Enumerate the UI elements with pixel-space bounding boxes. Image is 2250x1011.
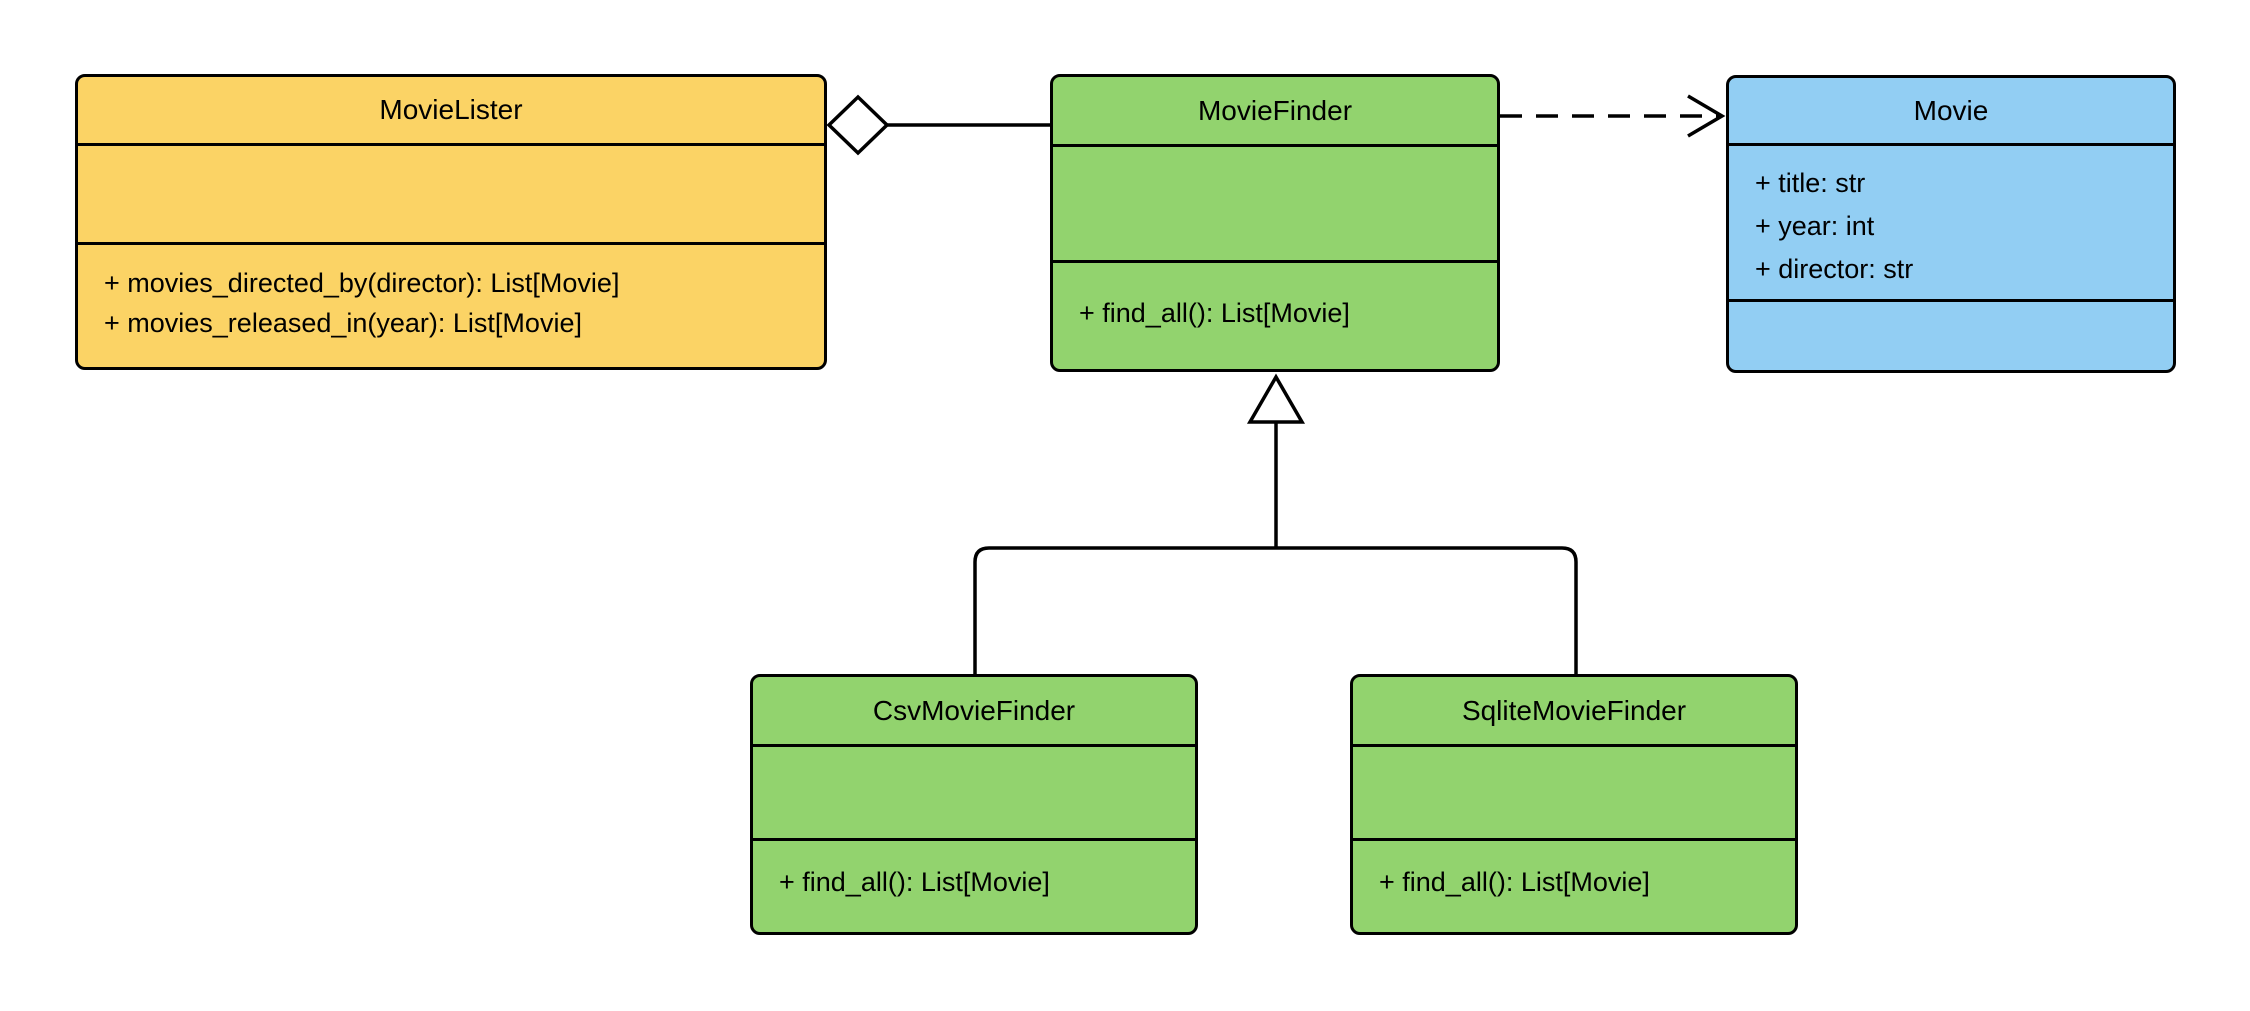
class-box-moviefinder[interactable]: MovieFinder + find_all(): List[Movie] — [1050, 74, 1500, 372]
method-label: + movies_released_in(year): List[Movie] — [104, 308, 582, 338]
attribute-label: + director: str — [1755, 254, 1914, 284]
method-label: + find_all(): List[Movie] — [1379, 867, 1650, 897]
methods-section-movielister: + movies_directed_by(director): List[Mov… — [78, 242, 824, 367]
dependency-open-arrowhead-icon — [1688, 96, 1722, 136]
method-label: + find_all(): List[Movie] — [1079, 298, 1350, 328]
method-label: + movies_directed_by(director): List[Mov… — [104, 268, 620, 298]
aggregation-diamond-icon — [829, 97, 887, 153]
methods-section-sqlitemoviefinder: + find_all(): List[Movie] — [1353, 838, 1795, 932]
dependency-connector-moviefinder-movie[interactable] — [1500, 96, 1722, 136]
attributes-section-movie: + title: str + year: int + director: str — [1729, 143, 2173, 299]
aggregation-connector-movielister-moviefinder[interactable] — [829, 97, 1050, 153]
class-title-csvmoviefinder: CsvMovieFinder — [872, 694, 1076, 726]
attributes-section-movielister — [78, 143, 824, 242]
methods-section-csvmoviefinder: + find_all(): List[Movie] — [753, 838, 1195, 932]
generalization-connector-subclasses-moviefinder[interactable] — [975, 377, 1576, 674]
class-box-csvmoviefinder[interactable]: CsvMovieFinder + find_all(): List[Movie] — [750, 674, 1198, 935]
class-title-moviefinder: MovieFinder — [1197, 94, 1353, 126]
attributes-section-csvmoviefinder — [753, 744, 1195, 838]
method-label: + find_all(): List[Movie] — [779, 867, 1050, 897]
class-box-movie[interactable]: Movie + title: str + year: int + directo… — [1726, 75, 2176, 373]
methods-section-moviefinder: + find_all(): List[Movie] — [1053, 260, 1497, 369]
attribute-label: + year: int — [1755, 211, 1875, 241]
class-title-movielister: MovieLister — [379, 94, 523, 125]
attributes-section-sqlitemoviefinder — [1353, 744, 1795, 838]
attributes-section-moviefinder — [1053, 144, 1497, 260]
class-title-sqlitemoviefinder: SqliteMovieFinder — [1461, 694, 1687, 726]
class-box-sqlitemoviefinder[interactable]: SqliteMovieFinder + find_all(): List[Mov… — [1350, 674, 1798, 935]
class-title-movie: Movie — [1913, 94, 1989, 126]
attribute-label: + title: str — [1755, 168, 1866, 198]
methods-section-movie — [1729, 299, 2173, 370]
generalization-branch-lines[interactable] — [975, 548, 1576, 674]
generalization-triangle-arrowhead-icon — [1250, 377, 1302, 422]
class-box-movielister[interactable]: MovieLister + movies_directed_by(directo… — [75, 74, 827, 370]
